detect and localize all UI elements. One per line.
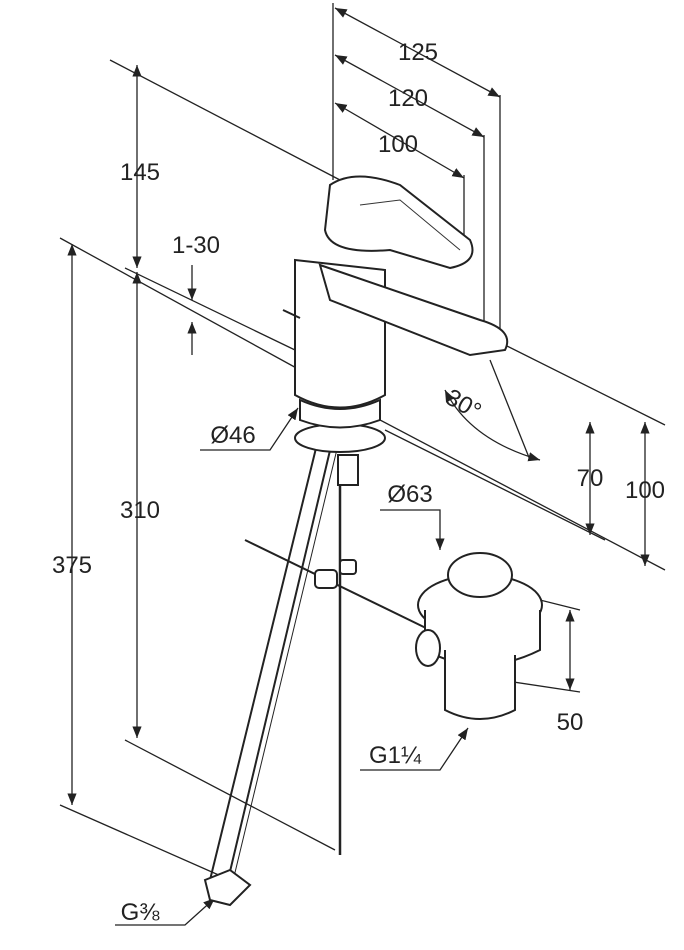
label-diameter-46: Ø46 [210, 422, 255, 449]
label-diameter-63: Ø63 [387, 481, 432, 508]
label-thread-g1-1-4: G1¼ [369, 742, 422, 769]
label-height-100: 100 [625, 477, 665, 504]
label-range-1-30: 1-30 [172, 232, 220, 259]
dimension-labels: 125 120 100 145 1-30 375 310 Ø46 30° 70 … [52, 39, 665, 926]
label-height-50: 50 [557, 709, 584, 736]
label-height-145: 145 [120, 159, 160, 186]
label-width-120: 120 [388, 85, 428, 112]
label-width-100: 100 [378, 131, 418, 158]
label-thread-g3-8: G⅜ [121, 899, 161, 926]
dimension-lines [67, 7, 650, 926]
label-height-375: 375 [52, 552, 92, 579]
label-angle-30: 30° [441, 384, 486, 426]
label-height-310: 310 [120, 497, 160, 524]
label-height-70: 70 [577, 465, 604, 492]
faucet-illustration [203, 175, 543, 907]
label-width-125: 125 [398, 39, 438, 66]
